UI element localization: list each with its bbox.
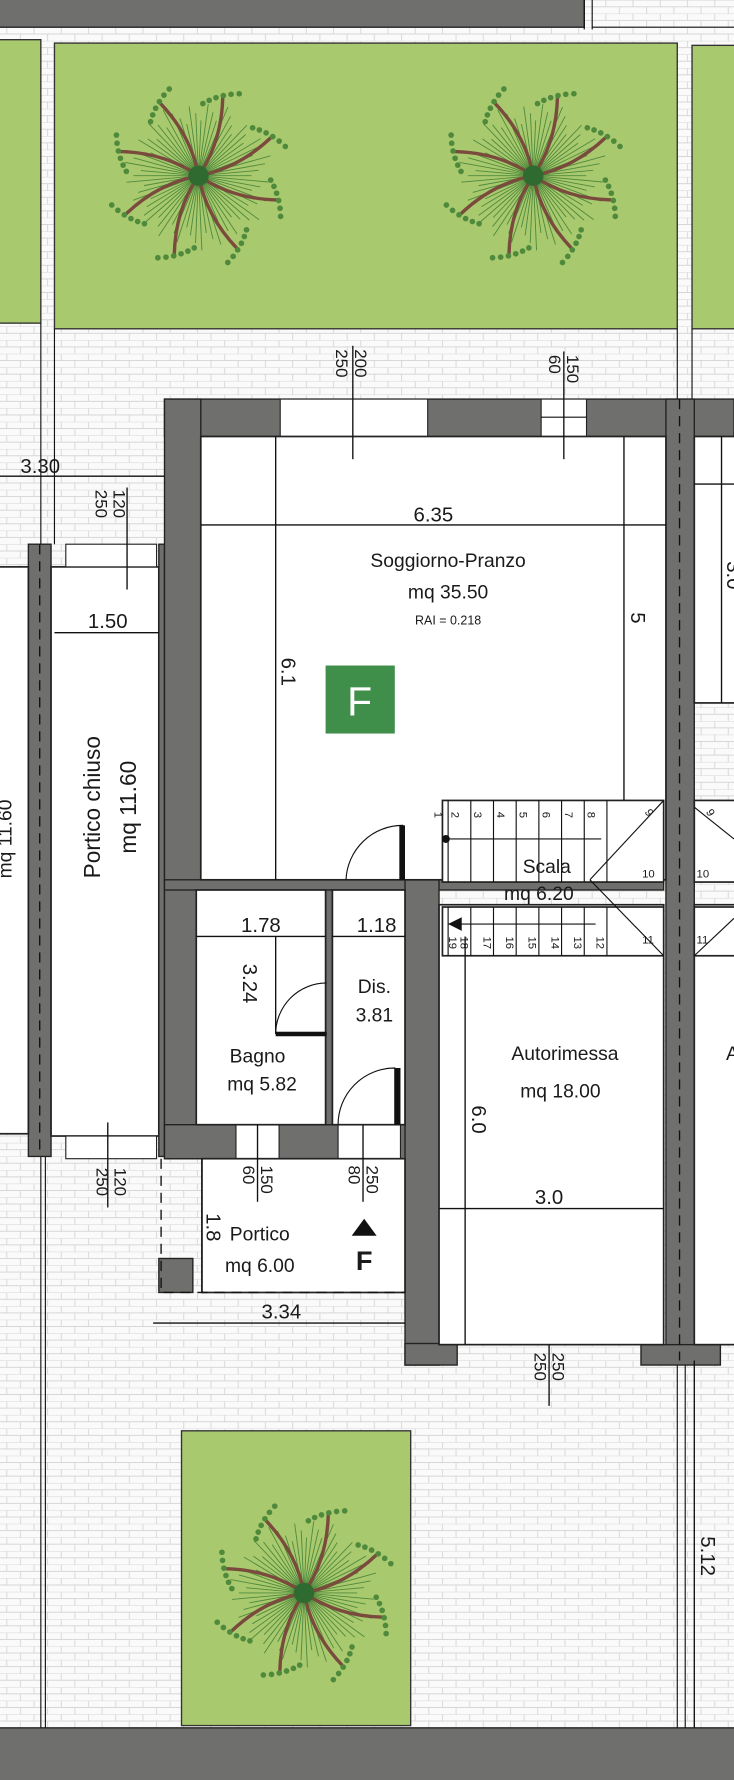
dim-3-30: 3.30 — [20, 456, 60, 478]
step-number: 9 — [642, 807, 656, 818]
scala-area: mq 6.20 — [504, 884, 574, 905]
bagno-area: mq 5.82 — [227, 1075, 297, 1096]
opening-label-top: 120 — [109, 490, 128, 518]
neighbor-step-number: 10 — [697, 869, 710, 881]
step-number: 3 — [471, 812, 483, 818]
opening-label-bottom: 120 — [111, 1168, 130, 1196]
step-number: 2 — [449, 812, 461, 818]
step-number: 8 — [585, 812, 597, 818]
tree-icon — [108, 86, 289, 266]
unit-badge-label: F — [347, 678, 372, 724]
neighbor-left-area: mq 11.60 — [0, 800, 16, 879]
scala-name: Scala — [523, 857, 571, 878]
dimension-lines — [0, 345, 734, 1728]
portico-chiuso-name: Portico chiuso — [79, 736, 105, 878]
step-number: 5 — [517, 812, 529, 818]
step-number: 1 — [431, 812, 443, 818]
step-number: 14 — [548, 936, 560, 949]
opening-label-bottom: 250 — [332, 349, 351, 377]
neighbor-right-room — [693, 903, 734, 1346]
opening-label-top: 250 — [92, 1168, 111, 1196]
dim-5-12: 5.12 — [696, 1536, 718, 1576]
opening-label-bottom: 250 — [530, 1353, 549, 1381]
section-arrow-icon — [351, 1218, 377, 1236]
soggiorno-rai: RAI = 0.218 — [415, 614, 481, 628]
step-number: 7 — [562, 812, 574, 818]
opening-label-bottom: 80 — [344, 1166, 363, 1185]
opening-label-bottom: 60 — [545, 355, 564, 374]
tree-icon — [443, 86, 623, 266]
autorimessa-area: mq 18.00 — [520, 1081, 600, 1102]
section-marker-label: F — [356, 1245, 373, 1276]
step-number: 15 — [526, 936, 538, 949]
step-number: 12 — [594, 936, 606, 949]
dim-3-34: 3.34 — [261, 1302, 301, 1324]
neighbor-step-number: 9 — [703, 807, 717, 818]
dim-1-18: 1.18 — [357, 915, 397, 937]
stair-step-numbers: 1 2 3 4 5 6 7 8 9 10 11 12 13 14 15 16 1… — [431, 807, 716, 949]
step-number: 13 — [571, 936, 583, 949]
autorimessa-name: Autorimessa — [511, 1044, 618, 1065]
step-number: 11 — [642, 934, 654, 946]
step-number: 17 — [480, 936, 492, 949]
opening-label-top: 150 — [257, 1166, 276, 1194]
portico-area: mq 6.00 — [225, 1256, 295, 1277]
bottom-boundary-wall — [0, 1727, 734, 1780]
step-number: 6 — [539, 812, 551, 818]
dim-3-0: 3.0 — [535, 1187, 563, 1209]
room-autorimessa — [438, 903, 665, 1346]
room-portico-chiuso — [50, 566, 160, 1137]
opening-label-bottom: 60 — [239, 1166, 258, 1185]
step-number: 18 — [458, 936, 470, 949]
bagno-name: Bagno — [230, 1046, 286, 1067]
room-disimpegno — [331, 889, 406, 1126]
dis-area: 3.81 — [356, 1006, 394, 1027]
opening-label-top: 150 — [563, 355, 582, 383]
openings — [65, 398, 588, 1160]
portico-outline — [160, 1158, 406, 1294]
unit-badge — [325, 665, 395, 734]
tree-icon — [214, 1503, 394, 1683]
dim-6-1: 6.1 — [276, 658, 298, 686]
lawn-right — [691, 44, 734, 330]
soggiorno-area: mq 35.50 — [408, 583, 488, 604]
opening-label-top: 250 — [362, 1166, 381, 1194]
neighbor-left-room — [0, 566, 30, 1135]
room-bagno — [195, 889, 327, 1126]
neighbor-right-room-top — [693, 435, 734, 704]
lawn-main — [53, 42, 678, 330]
step-number: 16 — [503, 936, 515, 949]
dim-1-50: 1.50 — [88, 611, 128, 633]
dim-6-35: 6.35 — [414, 505, 454, 527]
dis-name: Dis. — [358, 977, 391, 998]
opening-label-top: 250 — [548, 1353, 567, 1381]
step-number: 19 — [446, 936, 458, 949]
dim-3-24: 3.24 — [238, 964, 260, 1004]
top-boundary-wall — [0, 0, 585, 28]
opening-label-top: 200 — [351, 349, 370, 377]
dim-1-8: 1.8 — [201, 1213, 223, 1241]
portico-name: Portico — [230, 1224, 290, 1245]
step-number: 10 — [642, 869, 655, 881]
dim-5: 5 — [626, 612, 648, 623]
neighbor-step-number: 11 — [697, 934, 709, 946]
opening-labels: 200 250 150 60 120 250 250 120 150 60 25… — [91, 349, 582, 1381]
soggiorno-name: Soggiorno-Pranzo — [370, 551, 525, 572]
dim-3-0-right: 3.0 — [722, 561, 734, 589]
stair-treads — [447, 800, 608, 956]
step-number: 4 — [494, 812, 506, 818]
opening-label-bottom: 250 — [91, 490, 110, 518]
lawn-left — [0, 39, 42, 324]
neighbor-right-name: A — [726, 1044, 734, 1065]
portico-chiuso-area: mq 11.60 — [115, 761, 141, 854]
wall-segment — [158, 543, 166, 1158]
doors — [275, 824, 406, 1125]
dim-6-0: 6.0 — [467, 1105, 489, 1133]
dim-1-78: 1.78 — [241, 915, 281, 937]
staircase — [441, 799, 734, 957]
trees — [108, 86, 623, 1683]
